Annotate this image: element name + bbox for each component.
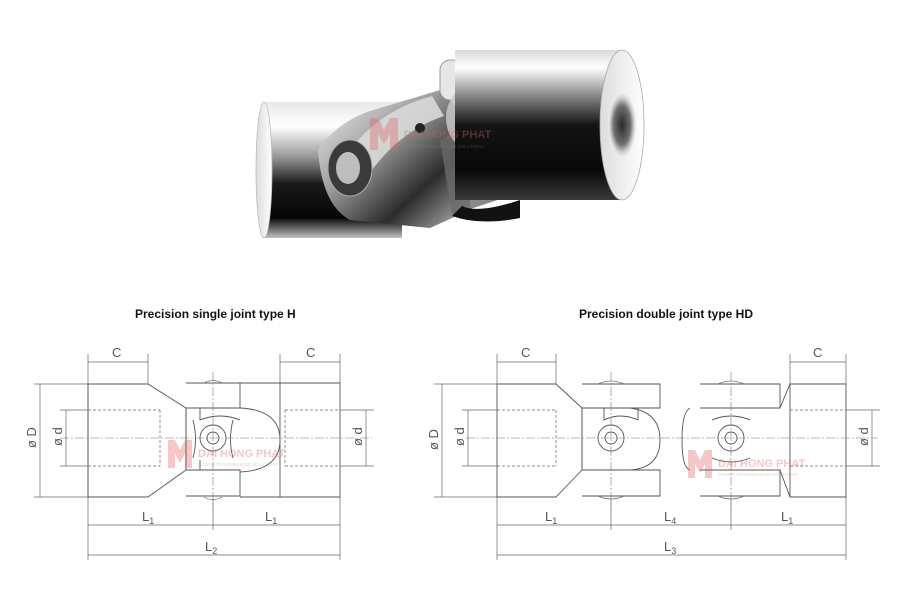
watermark-tagline: POWER TRANSMISSION SOLUTIONS	[198, 462, 278, 467]
svg-text:L1: L1	[142, 509, 154, 526]
c-label: C	[521, 345, 530, 360]
L1-sub: 1	[552, 516, 557, 526]
watermark-tagline: POWER TRANSMISSION SOLUTIONS	[718, 472, 798, 477]
L1-sub: 1	[149, 516, 154, 526]
double-outline	[496, 380, 847, 500]
phi-D-label: ø D	[426, 429, 441, 450]
c-label: C	[813, 345, 822, 360]
double-dim-D: ø D	[426, 383, 497, 498]
c-label: C	[306, 345, 315, 360]
double-watermark: DAI HONG PHAT POWER TRANSMISSION SOLUTIO…	[688, 450, 805, 478]
svg-text:L4: L4	[664, 509, 676, 526]
photo-watermark: DAI HONG PHAT POWER TRANSMISSION SOLUTIO…	[370, 118, 491, 150]
watermark-brand: DAI HONG PHAT	[198, 448, 285, 460]
watermark-brand: DAI HONG PHAT	[718, 458, 805, 470]
double-dim-c-left: C	[496, 345, 557, 384]
single-dim-d-right: ø d	[340, 409, 374, 467]
svg-text:L1: L1	[545, 509, 557, 526]
double-dim-d-right: ø d	[846, 409, 880, 467]
L3-label: L	[664, 539, 671, 554]
L1-sub: 1	[272, 516, 277, 526]
phi-D-label: ø D	[24, 427, 39, 448]
L1-label: L	[781, 509, 788, 524]
watermark-tagline: POWER TRANSMISSION SOLUTIONS	[404, 144, 484, 149]
L2-sub: 2	[212, 546, 217, 556]
phi-d-label: ø d	[350, 427, 365, 446]
double-dim-L: L1 L4 L1 L3	[496, 497, 847, 560]
single-dim-D: ø D	[24, 383, 88, 498]
L1-label: L	[265, 509, 272, 524]
double-dim-d-left: ø d	[452, 409, 497, 467]
phi-d-label: ø d	[452, 427, 467, 446]
L3-sub: 3	[671, 546, 676, 556]
L1-label: L	[545, 509, 552, 524]
L1-sub: 1	[788, 516, 793, 526]
svg-text:L1: L1	[265, 509, 277, 526]
watermark-brand: DAI HONG PHAT	[404, 129, 491, 141]
c-label: C	[112, 345, 121, 360]
svg-text:L3: L3	[664, 539, 676, 556]
svg-text:L2: L2	[205, 539, 217, 556]
single-watermark: DAI HONG PHAT POWER TRANSMISSION SOLUTIO…	[168, 440, 285, 468]
product-photo: DAI HONG PHAT POWER TRANSMISSION SOLUTIO…	[255, 49, 645, 239]
double-joint-title: Precision double joint type HD	[579, 307, 754, 321]
single-dim-L: L1 L1 L2	[87, 497, 341, 560]
right-hub	[455, 49, 645, 201]
phi-d-label: ø d	[856, 427, 871, 446]
double-dim-c-right: C	[789, 345, 847, 384]
L4-sub: 4	[671, 516, 676, 526]
single-joint-title: Precision single joint type H	[135, 307, 296, 321]
single-dim-c-right: C	[279, 345, 341, 383]
phi-d-label: ø d	[50, 427, 65, 446]
L1-label: L	[142, 509, 149, 524]
L4-label: L	[664, 509, 671, 524]
svg-text:L1: L1	[781, 509, 793, 526]
single-dim-d-left: ø d	[50, 409, 88, 467]
L2-label: L	[205, 539, 212, 554]
single-dim-c-left: C	[87, 345, 149, 384]
